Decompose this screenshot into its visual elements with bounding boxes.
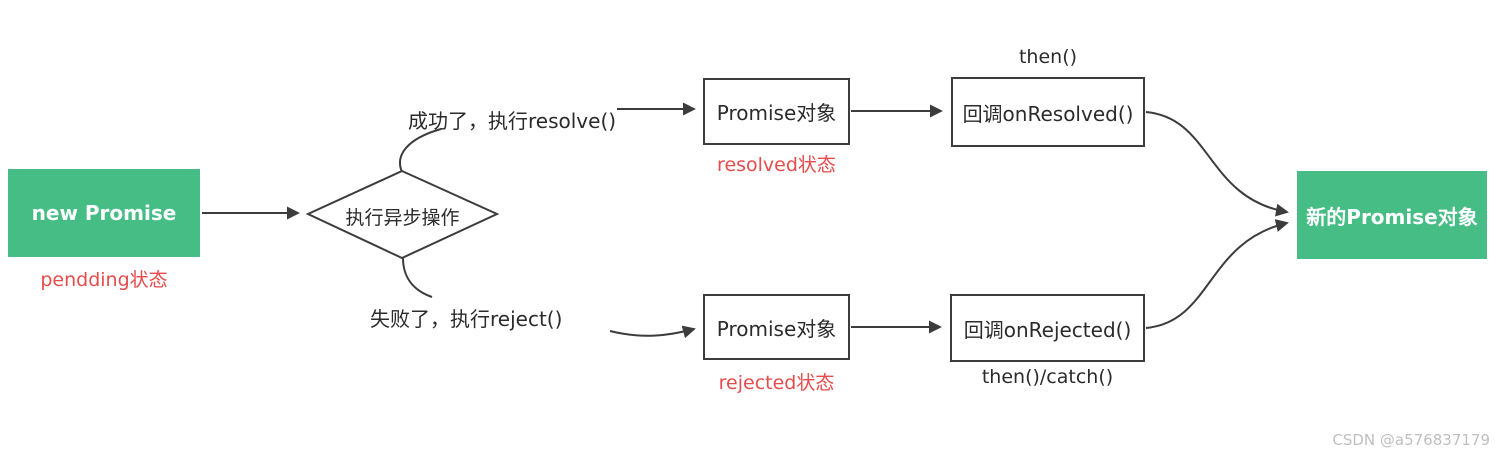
node-new-promise: new Promise — [8, 169, 200, 257]
node-result-promise-label: 新的Promise对象 — [1306, 204, 1478, 229]
decision-label: 执行异步操作 — [345, 207, 460, 229]
pendding-state-label: pendding状态 — [40, 269, 168, 291]
reject-condition-label: 失败了，执行reject() — [370, 307, 563, 331]
then-caption: then() — [1018, 46, 1078, 68]
node-promise-object-resolved: Promise对象 — [703, 78, 850, 145]
csdn-watermark: CSDN @a576837179 — [1332, 431, 1490, 449]
node-onrejected-callback-label: 回调onRejected() — [963, 317, 1132, 342]
node-promise-object-rejected: Promise对象 — [703, 294, 850, 360]
node-onresolved-callback-label: 回调onResolved() — [962, 101, 1134, 126]
arrow-reject-label-to-promiseobj — [609, 325, 696, 339]
node-onresolved-callback: 回调onResolved() — [951, 77, 1145, 147]
curve-onresolved-to-result — [1145, 111, 1289, 217]
rejected-state-label: rejected状态 — [718, 372, 835, 394]
curve-decision-to-reject-label — [402, 257, 433, 298]
resolved-state-label: resolved状态 — [717, 154, 836, 176]
then-catch-caption: then()/catch() — [981, 366, 1114, 388]
node-onrejected-callback: 回调onRejected() — [950, 294, 1145, 362]
node-new-promise-label: new Promise — [31, 201, 177, 225]
node-result-promise: 新的Promise对象 — [1297, 171, 1487, 259]
node-promise-object-rejected-label: Promise对象 — [716, 316, 837, 341]
curve-onrejected-to-result — [1145, 219, 1289, 329]
curve-decision-to-resolve-label — [399, 128, 442, 173]
node-promise-object-resolved-label: Promise对象 — [716, 101, 837, 125]
resolve-condition-label: 成功了，执行resolve() — [408, 109, 617, 133]
